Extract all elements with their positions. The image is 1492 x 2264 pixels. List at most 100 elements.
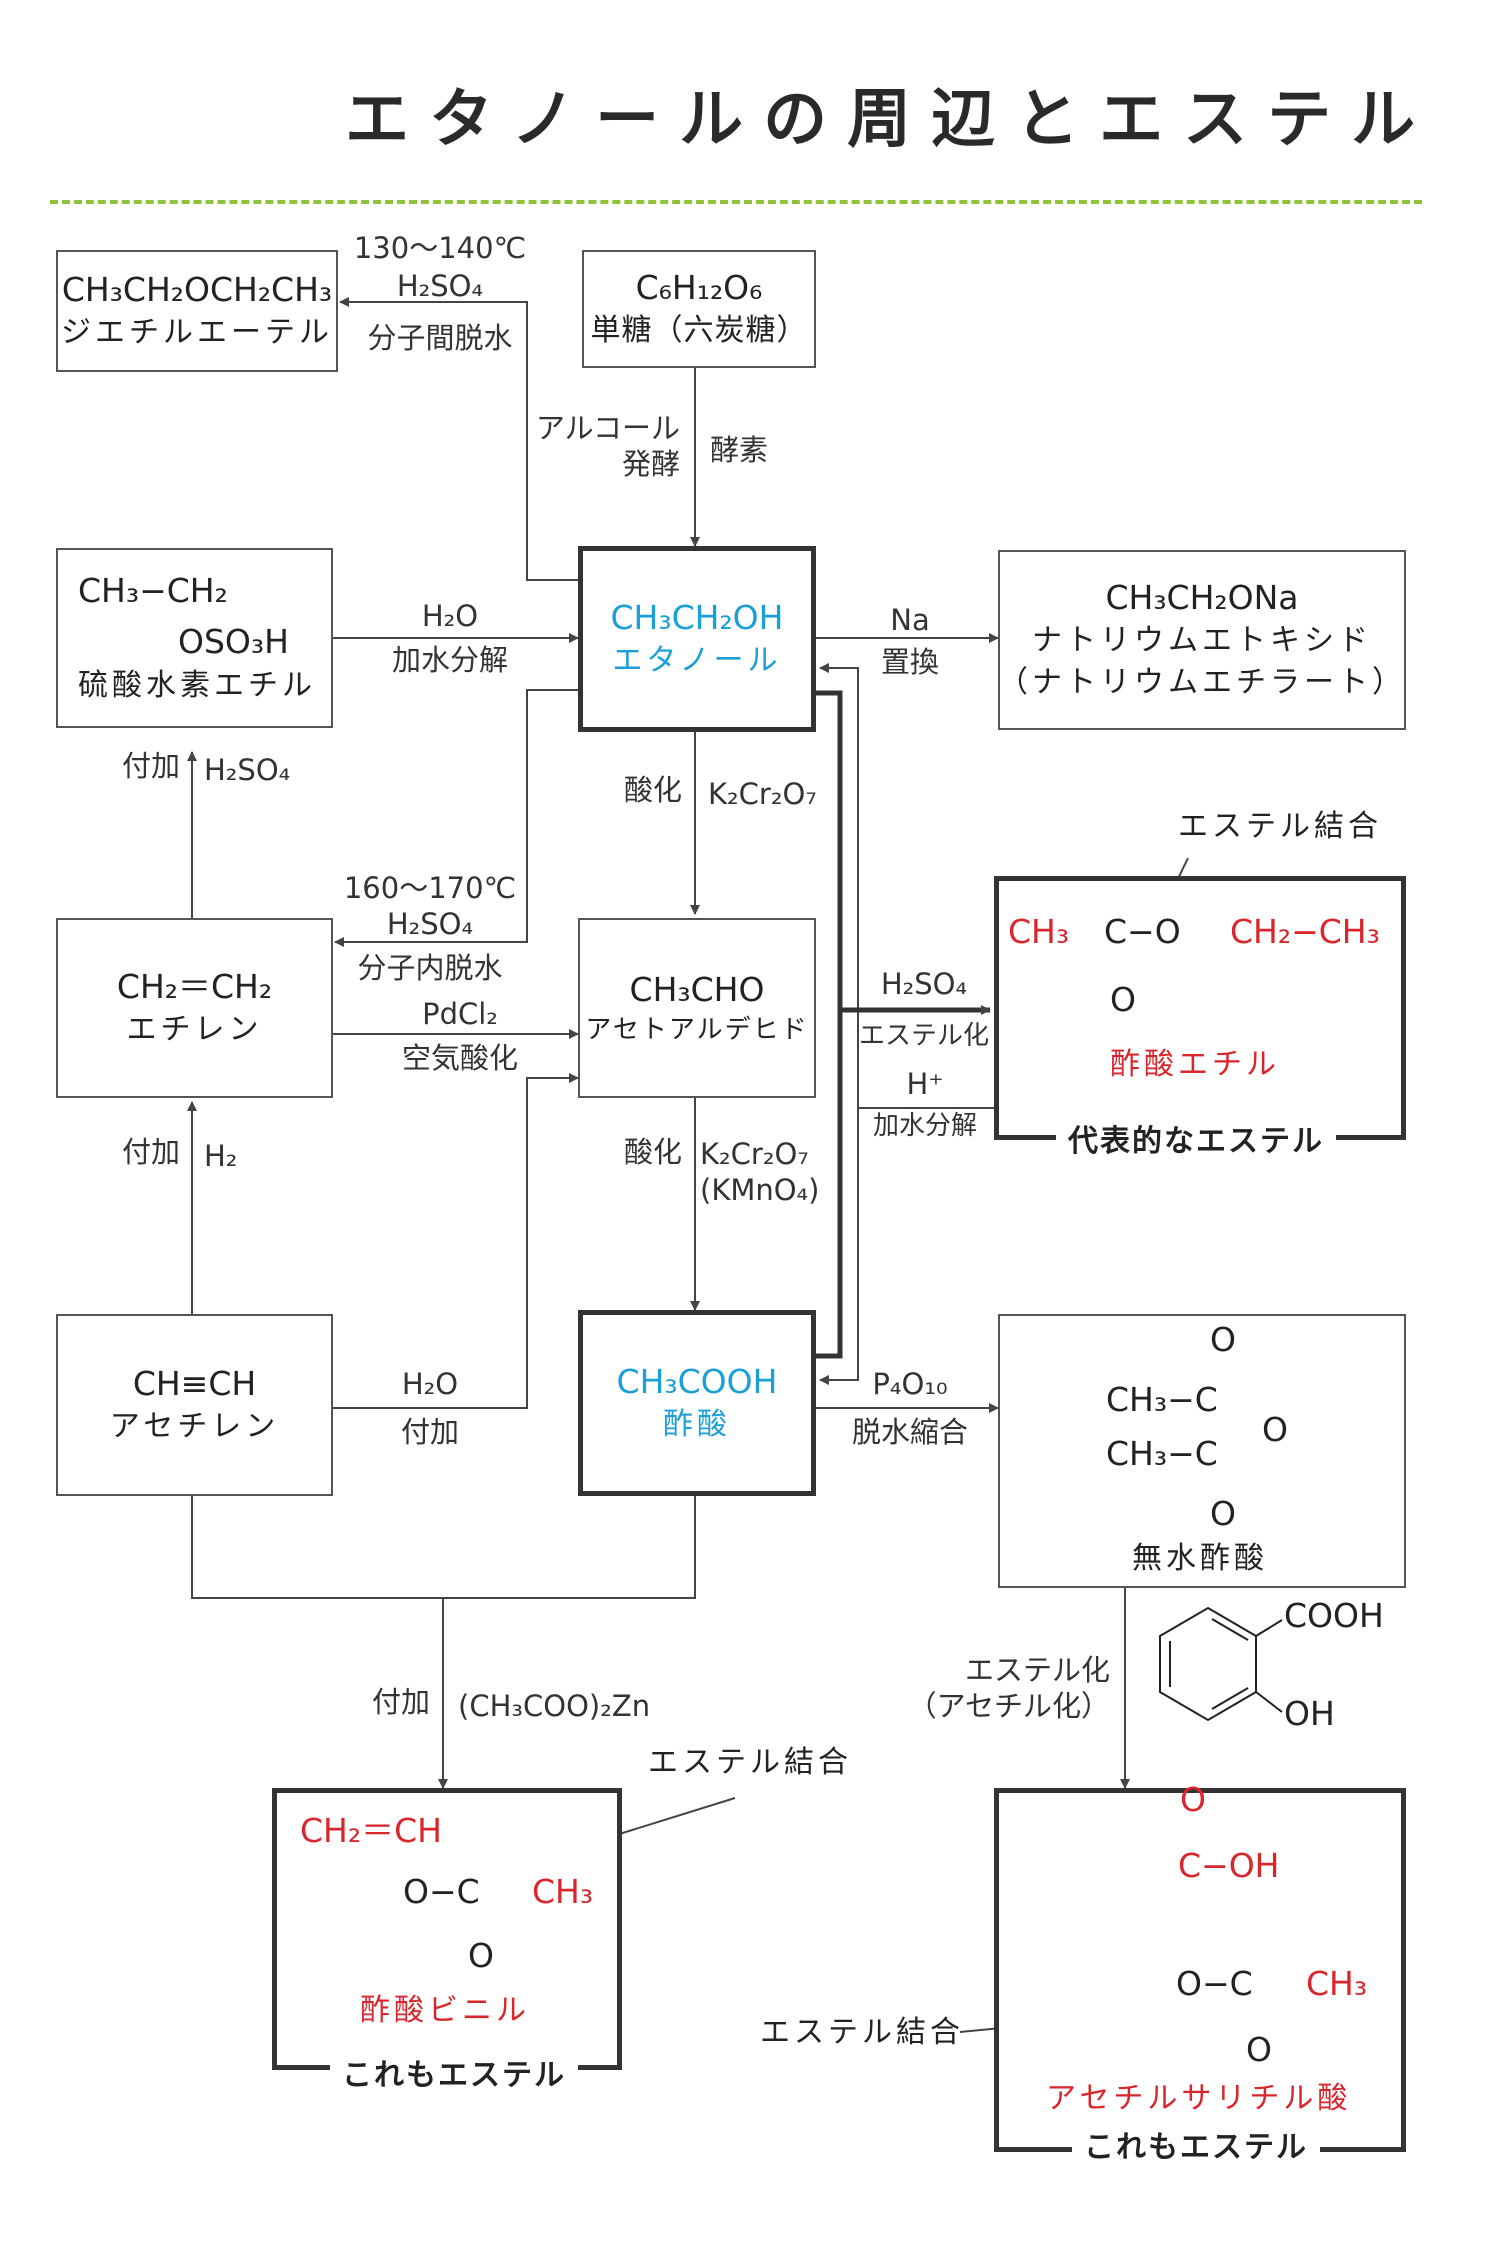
- box-glucose: C₆H₁₂O₆ 単糖（六炭糖）: [582, 250, 816, 368]
- ethyl-acetate-left: CH₃: [1008, 912, 1070, 951]
- ethyl-acetate-right: CH₂−CH₃: [1230, 912, 1380, 951]
- vinyl-ch3: CH₃: [532, 1872, 594, 1911]
- ethylene-formula: CH₂＝CH₂: [116, 966, 273, 1006]
- ethoxide-formula: CH₃CH₂ONa: [1105, 577, 1299, 617]
- benzene-salicylic-double-3: [1211, 1687, 1249, 1710]
- arrow-ethanol-to-ethylene: [334, 689, 580, 947]
- acetic-formula: CH₃COOH: [616, 1361, 778, 1401]
- label-intermolecular-name: 分子間脱水: [367, 321, 513, 355]
- label-esterification-name: エステル化: [858, 1021, 989, 1051]
- salicylic-cooh: COOH: [1284, 1596, 1384, 1635]
- label-add-h2-right: H₂: [204, 1139, 238, 1173]
- label-oxidation1-left: 酸化: [623, 773, 682, 807]
- box-diethyl-ether: CH₃CH₂OCH₂CH₃ ジエチルエーテル: [56, 250, 338, 372]
- thick-bracket: [816, 690, 843, 1359]
- vinyl-o: O: [468, 1936, 494, 1975]
- ester-bond-label-ethyl: エステル結合: [1178, 809, 1382, 844]
- anhydride-o-bottom: O: [1210, 1494, 1236, 1533]
- vinyl-ester: O−C: [403, 1872, 480, 1911]
- aspirin-caption: これもエステル: [1072, 2122, 1320, 2166]
- merge-line-vinyl: [191, 1496, 696, 1599]
- label-oxidation2-left: 酸化: [623, 1135, 682, 1169]
- ethyl-acetate-name: 酢酸エチル: [1110, 1047, 1280, 1082]
- diethyl-ether-name: ジエチルエーテル: [61, 315, 333, 351]
- vinyl-caption: これもエステル: [330, 2050, 578, 2094]
- anhydride-lower: CH₃−C: [1106, 1434, 1218, 1473]
- ethoxide-name: ナトリウムエトキシド: [1032, 623, 1372, 659]
- label-ester-hydrolysis-reagent: H⁺: [906, 1067, 944, 1101]
- acetic-name: 酢酸: [663, 1407, 731, 1443]
- title-divider: [50, 200, 1422, 204]
- label-intramolecular-reagent: H₂SO₄: [386, 907, 474, 941]
- vinyl-name: 酢酸ビニル: [360, 1993, 530, 2028]
- acetaldehyde-formula: CH₃CHO: [629, 969, 765, 1009]
- aspirin-o: O: [1246, 2030, 1272, 2069]
- label-na-name: 置換: [880, 645, 939, 679]
- label-intramolecular-name: 分子内脱水: [357, 951, 503, 985]
- salicylic-oh: OH: [1284, 1694, 1335, 1733]
- arrow-ester-to-acetic: [819, 1107, 994, 1385]
- label-vinyl-left: 付加: [371, 1685, 430, 1719]
- page-title: エタノールの周辺とエステル: [345, 83, 1436, 157]
- aspirin-ester: O−C: [1176, 1964, 1253, 2003]
- label-fermentation-right: 酵素: [710, 433, 769, 467]
- sulfate-name: 硫酸水素エチル: [78, 667, 316, 703]
- glucose-name: 単糖（六炭糖）: [590, 313, 808, 349]
- acetaldehyde-name: アセトアルデヒド: [585, 1015, 809, 1046]
- anhydride-o-top: O: [1210, 1320, 1236, 1359]
- bond-salicylic-cooh: [1255, 1619, 1283, 1637]
- arrow-ethanol-to-ether: [339, 297, 580, 581]
- diethyl-ether-formula: CH₃CH₂OCH₂CH₃: [61, 269, 333, 309]
- ethyl-acetate-o: O: [1110, 980, 1136, 1019]
- label-add-h2so4-right: H₂SO₄: [204, 753, 291, 787]
- anhydride-ring-o: O: [1262, 1410, 1288, 1449]
- box-acetic-acid: CH₃COOH 酢酸: [578, 1310, 816, 1496]
- label-hydrolysis-name: 加水分解: [391, 643, 508, 677]
- label-oxidation1-right: K₂Cr₂O₇: [708, 777, 817, 811]
- aspirin-ch3: CH₃: [1306, 1964, 1368, 2003]
- label-dehydration-reagent: P₄O₁₀: [872, 1367, 948, 1401]
- label-add-h2-left: 付加: [121, 1135, 180, 1169]
- label-add-h2so4-left: 付加: [121, 749, 180, 783]
- aspirin-name: アセチルサリチル酸: [1046, 2081, 1352, 2116]
- acetylene-formula: CH≡CH: [132, 1363, 257, 1403]
- bond-salicylic-oh: [1255, 1691, 1283, 1713]
- box-acetic-anhydride: [998, 1314, 1406, 1588]
- label-esterification-reagent: H₂SO₄: [880, 967, 968, 1001]
- box-ethanol: CH₃CH₂OH エタノール: [578, 546, 816, 732]
- aspirin-cooh: C−OH: [1178, 1846, 1280, 1885]
- label-fermentation-left: アルコール 発酵: [535, 411, 680, 482]
- box-acetaldehyde: CH₃CHO アセトアルデヒド: [578, 918, 816, 1098]
- label-wacker-name: 空気酸化: [401, 1041, 518, 1075]
- label-intermolecular-temp: 130～140℃: [353, 231, 527, 265]
- box-ethyl-hydrogen-sulfate: CH₃−CH₂ OSO₃H 硫酸水素エチル: [56, 548, 333, 728]
- arrow-ester-to-ethanol: [819, 663, 859, 1108]
- label-hydration-name: 付加: [400, 1415, 459, 1449]
- ethanol-formula: CH₃CH₂OH: [610, 597, 784, 637]
- ethyl-acetate-mid: C−O: [1104, 912, 1181, 951]
- box-ethylene: CH₂＝CH₂ エチレン: [56, 918, 333, 1098]
- box-vinyl-acetate: [272, 1788, 622, 2070]
- anhydride-name: 無水酢酸: [1132, 1541, 1268, 1576]
- label-na-reagent: Na: [890, 603, 930, 637]
- ethanol-name: エタノール: [612, 643, 782, 679]
- vinyl-top: CH₂＝CH: [300, 1811, 442, 1850]
- label-intramolecular-temp: 160～170℃: [343, 871, 517, 905]
- arrow-acetylene-to-acetaldehyde: [333, 1073, 579, 1409]
- benzene-salicylic-double-2: [1211, 1618, 1249, 1641]
- ester-bond-label-vinyl: エステル結合: [648, 1745, 852, 1780]
- label-vinyl-right: (CH₃COO)₂Zn: [458, 1689, 651, 1723]
- label-intermolecular-reagent: H₂SO₄: [396, 269, 484, 303]
- ethylene-name: エチレン: [126, 1012, 263, 1048]
- benzene-salicylic: [1159, 1606, 1257, 1722]
- glucose-formula: C₆H₁₂O₆: [635, 267, 763, 307]
- box-aspirin: [994, 1788, 1406, 2152]
- anhydride-upper: CH₃−C: [1106, 1380, 1218, 1419]
- sulfate-line2: OSO₃H: [178, 622, 289, 661]
- ester-bond-label-aspirin: エステル結合: [760, 2015, 964, 2050]
- box-sodium-ethoxide: CH₃CH₂ONa ナトリウムエトキシド （ナトリウムエチラート）: [998, 550, 1406, 730]
- label-ester-hydrolysis-name: 加水分解: [872, 1111, 977, 1141]
- label-hydrolysis-reagent: H₂O: [421, 599, 479, 633]
- label-acetylation: エステル化 （アセチル化）: [907, 1653, 1110, 1724]
- label-dehydration-name: 脱水縮合: [851, 1415, 968, 1449]
